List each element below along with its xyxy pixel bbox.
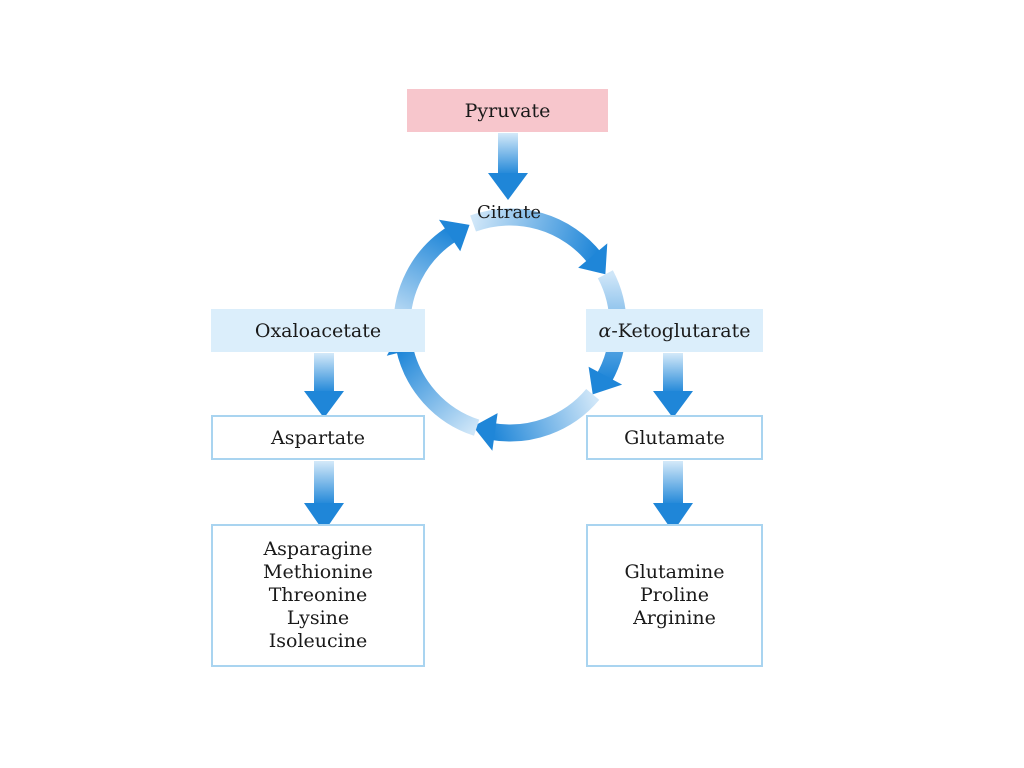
pyruvate-node: Pyruvate [407,89,608,132]
amino-acid-item: Methionine [263,561,373,583]
glutamate-family-box: Glutamine Proline Arginine [586,524,763,667]
arrow-glutamate-to-family [653,461,693,532]
alpha-symbol: α [598,319,612,342]
amino-acid-item: Arginine [633,607,716,629]
glutamate-node: Glutamate [586,415,763,460]
cycle-arc-left-upper-arrowhead [438,219,470,252]
aspartate-family-box: Asparagine Methionine Threonine Lysine I… [211,524,425,667]
amino-acid-item: Isoleucine [268,630,368,652]
amino-acid-item: Threonine [268,584,368,606]
cycle-arc-bottom [489,388,600,442]
pyruvate-label: Pyruvate [464,99,551,122]
amino-acid-item: Asparagine [263,538,373,560]
cycle-arc-left-lower [396,345,480,436]
arrow-pyruvate-to-citrate [488,133,528,200]
cycle-arc-right-arrowhead [588,366,623,395]
citrate-label: Citrate [477,202,541,223]
arrow-ketoglutarate-to-glutamate [653,353,693,418]
glutamate-label: Glutamate [624,426,725,449]
arrow-aspartate-to-family [304,461,344,532]
amino-acid-item: Glutamine [624,561,725,583]
aspartate-label: Aspartate [271,426,365,449]
amino-acid-item: Proline [640,584,709,606]
alpha-ketoglutarate-node: α-Ketoglutarate [586,309,763,352]
cycle-arc-bottom-arrowhead [473,413,498,451]
aspartate-node: Aspartate [211,415,425,460]
cycle-arc-top-right-arrowhead [578,243,608,275]
ketoglutarate-label: -Ketoglutarate [611,319,751,342]
oxaloacetate-node: Oxaloacetate [211,309,425,352]
amino-acid-item: Lysine [286,607,350,629]
arrow-oxaloacetate-to-aspartate [304,353,344,418]
oxaloacetate-label: Oxaloacetate [254,319,382,342]
cycle-arc-top-right [470,208,602,264]
